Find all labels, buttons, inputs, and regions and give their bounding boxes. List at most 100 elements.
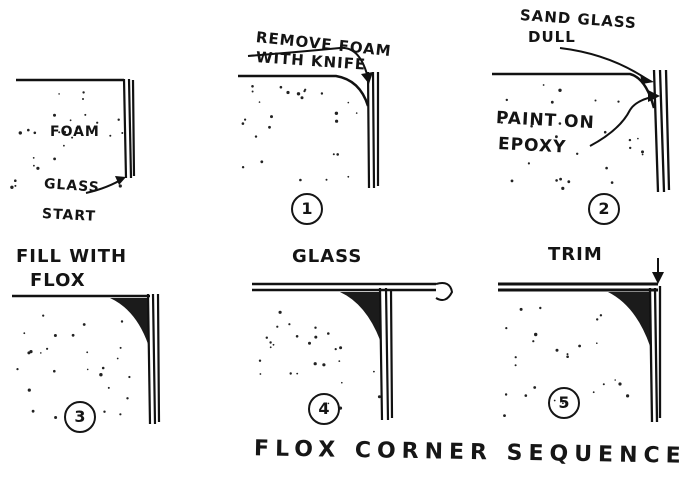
knife-pointer-arrowhead bbox=[361, 72, 373, 84]
foam-speckle bbox=[36, 166, 40, 170]
foam-speckles bbox=[241, 85, 358, 182]
foam-speckle bbox=[117, 118, 120, 121]
foam-speckle bbox=[27, 388, 31, 392]
foam-speckle bbox=[603, 130, 607, 134]
step2-sand-line2: DULL bbox=[528, 28, 576, 46]
start-panel-drawing bbox=[10, 78, 136, 194]
foam-speckle bbox=[16, 368, 19, 371]
foam-speckle bbox=[126, 397, 129, 400]
foam-speckle bbox=[288, 323, 291, 326]
foam-top-edge bbox=[492, 72, 656, 109]
foam-speckle bbox=[296, 92, 301, 96]
foam-speckle bbox=[637, 137, 639, 140]
foam-speckle bbox=[286, 90, 290, 95]
foam-speckle bbox=[322, 363, 326, 367]
foam-speckle bbox=[641, 150, 644, 154]
foam-speckle bbox=[567, 180, 571, 184]
foam-speckle bbox=[96, 121, 99, 124]
foam-speckle bbox=[128, 375, 131, 379]
foam-speckle bbox=[101, 366, 105, 370]
foam-speckle bbox=[325, 178, 328, 181]
foam-speckle bbox=[373, 370, 375, 373]
foam-speckle bbox=[602, 383, 605, 386]
foam-speckle bbox=[555, 348, 559, 352]
foam-speckle bbox=[119, 413, 122, 416]
foam-speckle bbox=[618, 382, 622, 386]
foam-speckle bbox=[335, 119, 339, 123]
foam-speckle bbox=[279, 85, 283, 89]
foam-speckle bbox=[251, 90, 254, 93]
glass-skin bbox=[648, 286, 662, 423]
foam-speckles bbox=[10, 91, 124, 189]
foam-speckle bbox=[578, 344, 581, 348]
new-glass-layer bbox=[252, 282, 436, 292]
foam-speckle bbox=[530, 124, 533, 128]
foam-speckle bbox=[614, 379, 616, 381]
foam-speckle bbox=[269, 346, 272, 349]
foam-speckle bbox=[278, 310, 282, 314]
foam-speckle bbox=[347, 101, 350, 104]
foam-speckle bbox=[251, 85, 254, 88]
foam-speckle bbox=[561, 186, 565, 190]
step4-glass-label: GLASS bbox=[292, 246, 363, 267]
foam-speckle bbox=[505, 327, 508, 330]
foam-speckle bbox=[341, 381, 343, 384]
foam-speckle bbox=[58, 131, 61, 134]
foam-speckle bbox=[53, 113, 56, 117]
step3-number-circle: 3 bbox=[64, 401, 96, 433]
foam-speckle bbox=[505, 98, 508, 102]
foam-speckle bbox=[524, 394, 528, 397]
foam-speckle bbox=[42, 314, 45, 317]
glass-pointer-arrowhead bbox=[115, 176, 126, 185]
foam-speckle bbox=[27, 128, 30, 132]
step4-panel-drawing bbox=[252, 282, 454, 421]
foam-speckle bbox=[62, 130, 67, 134]
foam-speckle bbox=[617, 100, 620, 103]
foam-speckle bbox=[31, 409, 35, 413]
foam-speckle bbox=[314, 326, 317, 329]
foam-speckle bbox=[599, 314, 603, 317]
foam-speckle bbox=[86, 368, 89, 371]
foam-speckle bbox=[558, 122, 562, 125]
step5-number-circle: 5 bbox=[548, 387, 580, 419]
foam-speckle bbox=[519, 307, 523, 311]
foam-speckle bbox=[46, 347, 49, 350]
foam-speckle bbox=[332, 153, 335, 156]
foam-cut-profile bbox=[238, 74, 370, 107]
step3-label-line1: FILL WITH bbox=[16, 246, 128, 267]
trimmed-glass-layer bbox=[498, 282, 658, 292]
foam-speckle bbox=[555, 135, 558, 139]
foam-speckle bbox=[510, 179, 514, 183]
glass-overhang-curl bbox=[435, 282, 454, 301]
foam-speckle bbox=[289, 372, 292, 375]
foam-speckle bbox=[71, 136, 74, 139]
foam-speckle bbox=[82, 91, 85, 94]
foam-speckle bbox=[53, 369, 56, 373]
foam-speckle bbox=[327, 332, 330, 335]
foam-speckle bbox=[308, 341, 311, 345]
foam-speckle bbox=[533, 386, 537, 389]
foam-speckle bbox=[120, 320, 124, 323]
foam-speckle bbox=[40, 352, 42, 354]
foam-speckle bbox=[334, 348, 337, 351]
foam-speckle bbox=[119, 346, 122, 349]
foam-speckle bbox=[377, 395, 381, 399]
foam-speckle bbox=[596, 342, 598, 344]
foam-speckle bbox=[550, 100, 554, 104]
foam-speckle bbox=[254, 135, 258, 138]
foam-speckle bbox=[303, 90, 306, 93]
foam-speckle bbox=[18, 131, 22, 135]
step4-number-circle: 4 bbox=[308, 393, 340, 425]
foam-speckle bbox=[53, 334, 57, 337]
foam-speckle bbox=[84, 113, 87, 116]
foam-speckle bbox=[534, 332, 538, 337]
foam-speckle bbox=[594, 99, 597, 102]
foam-speckle bbox=[629, 146, 632, 150]
foam-speckle bbox=[313, 362, 317, 366]
step1-panel-drawing bbox=[238, 46, 380, 189]
foam-speckle bbox=[241, 122, 245, 125]
foam-speckle bbox=[626, 394, 630, 398]
foam-speckle bbox=[296, 372, 299, 375]
foam-speckle bbox=[71, 333, 75, 337]
